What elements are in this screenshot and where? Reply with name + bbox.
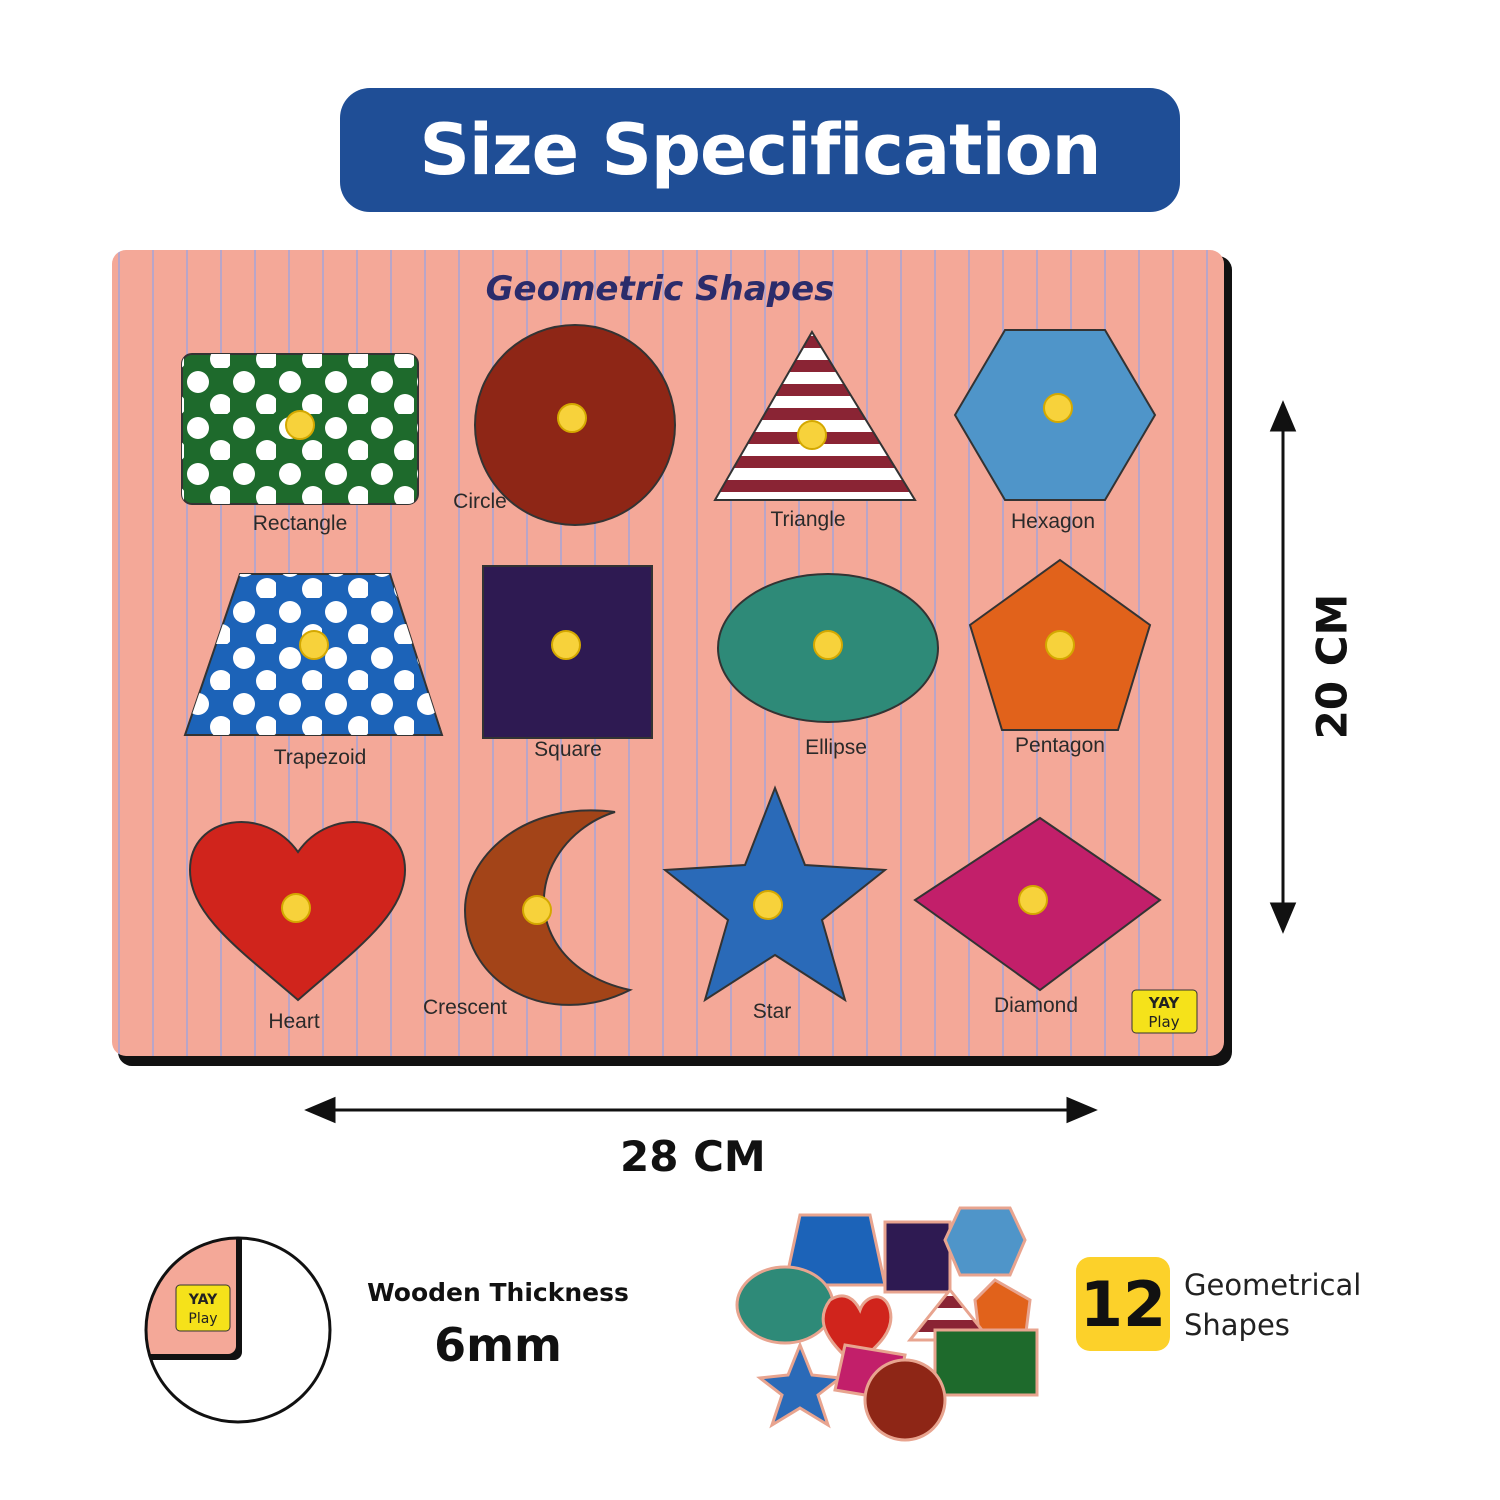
label-star: Star <box>753 1000 792 1023</box>
label-hexagon: Hexagon <box>1011 510 1095 533</box>
thickness-label: Wooden Thickness <box>367 1278 629 1307</box>
loose-pieces-image <box>735 1206 1039 1442</box>
label-rectangle: Rectangle <box>253 512 348 535</box>
label-pentagon: Pentagon <box>1015 734 1105 757</box>
label-trapezoid: Trapezoid <box>274 746 367 769</box>
shape-crescent[interactable] <box>463 809 633 1006</box>
height-dimension: 20 CM <box>1307 593 1357 740</box>
header-banner: Size Specification <box>340 88 1180 212</box>
shape-triangle[interactable] <box>713 330 917 501</box>
count-label-line2: Shapes <box>1184 1308 1290 1342</box>
board-title: Geometric Shapes <box>486 269 835 309</box>
svg-text:YAY: YAY <box>188 1292 218 1308</box>
puzzle-board: Geometric Shapes Rectangle Circle <box>112 250 1232 1066</box>
label-square: Square <box>534 738 602 761</box>
label-heart: Heart <box>268 1010 320 1033</box>
width-dimension: 28 CM <box>620 1132 766 1181</box>
count-label-line1: Geometrical <box>1184 1268 1362 1302</box>
width-arrow <box>304 1096 1098 1124</box>
label-crescent: Crescent <box>423 996 507 1019</box>
label-diamond: Diamond <box>994 994 1078 1017</box>
thickness-value: 6mm <box>434 1318 562 1372</box>
label-circle: Circle <box>453 490 507 513</box>
svg-text:YAY: YAY <box>1148 994 1181 1012</box>
height-arrow <box>1269 400 1297 934</box>
brand-logo: YAY Play <box>1131 989 1198 1034</box>
label-triangle: Triangle <box>770 508 845 531</box>
thickness-closeup: YAY Play <box>144 1236 332 1424</box>
knob-icons <box>281 393 1075 925</box>
page-title: Size Specification <box>419 109 1101 191</box>
count-badge: 12 <box>1076 1257 1170 1351</box>
svg-text:Play: Play <box>1148 1013 1179 1031</box>
svg-text:Play: Play <box>188 1311 217 1327</box>
label-ellipse: Ellipse <box>805 736 867 759</box>
